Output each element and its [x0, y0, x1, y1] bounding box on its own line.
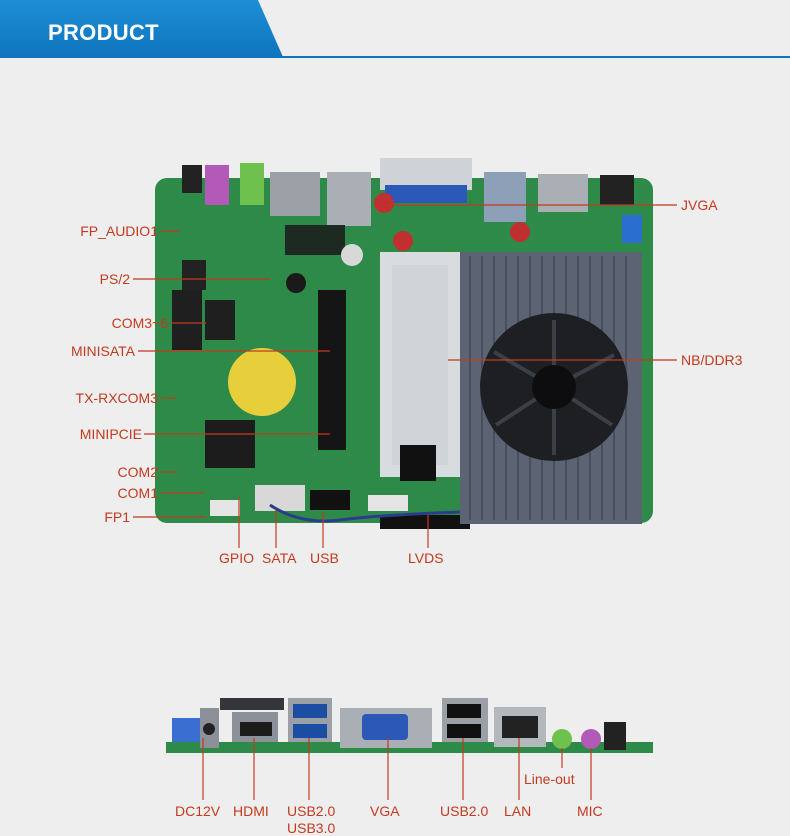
- label-minipcie: MINIPCIE: [79, 426, 142, 442]
- label-usb3-0: USB3.0: [287, 820, 336, 836]
- label-fp-audio1: FP_AUDIO1: [80, 223, 158, 239]
- label-com3-6: COM3~6: [111, 315, 168, 331]
- label-fp1: FP1: [104, 509, 130, 525]
- page-title: PRODUCT: [48, 20, 159, 45]
- label-usb2-0-b: USB2.0: [440, 803, 489, 819]
- label-nb-ddr3: NB/DDR3: [681, 352, 743, 368]
- label-usb: USB: [310, 550, 339, 566]
- label-vga: VGA: [370, 803, 400, 819]
- label-lvds: LVDS: [408, 550, 444, 566]
- io-leader-lines: [202, 738, 592, 800]
- top-leader-lines: [133, 204, 677, 548]
- label-gpio: GPIO: [219, 550, 255, 566]
- label-hdmi: HDMI: [233, 803, 269, 819]
- label-sata: SATA: [262, 550, 297, 566]
- header-banner: [0, 0, 283, 57]
- label-line-out: Line-out: [524, 771, 575, 787]
- label-tx-rxcom3: TX-RXCOM3: [75, 390, 158, 406]
- label-minisata: MINISATA: [70, 343, 135, 359]
- label-usb2-0-a: USB2.0: [287, 803, 336, 819]
- header-divider: [0, 56, 790, 58]
- io-panel-board: [166, 698, 653, 753]
- label-com2: COM2: [117, 464, 158, 480]
- label-com1: COM1: [117, 485, 158, 501]
- label-dc12v: DC12V: [175, 803, 221, 819]
- label-lan: LAN: [504, 803, 532, 819]
- label-mic: MIC: [577, 803, 603, 819]
- label-jvga: JVGA: [681, 197, 718, 213]
- label-ps2: PS/2: [99, 271, 130, 287]
- top-motherboard: [155, 158, 653, 529]
